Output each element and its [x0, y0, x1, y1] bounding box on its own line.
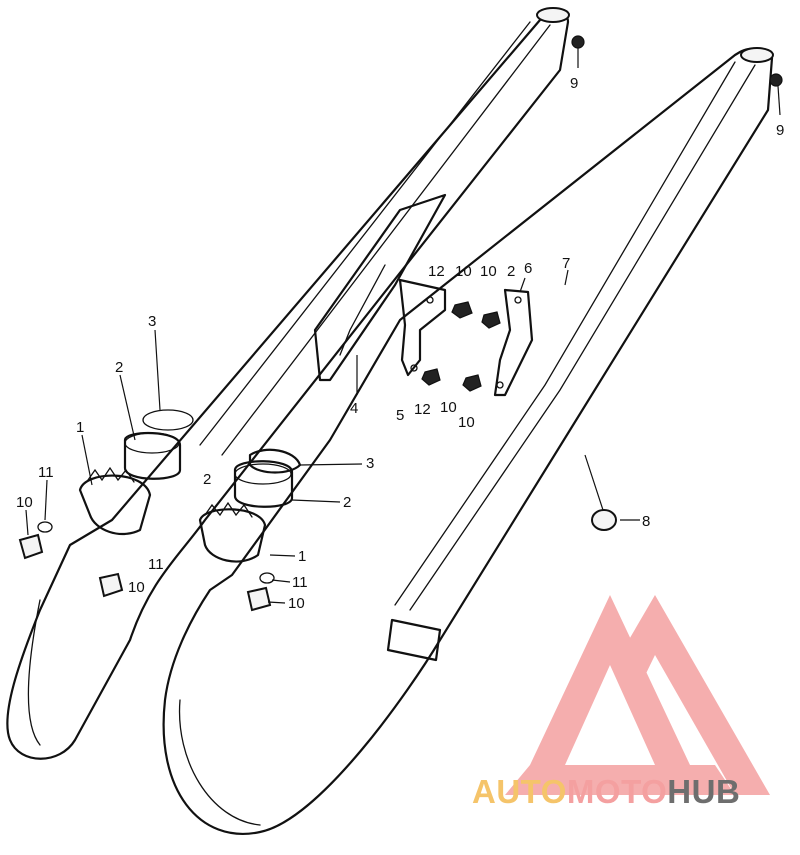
- pipe-clamp-band: [386, 618, 442, 662]
- callout-2-middle: 2: [203, 471, 211, 488]
- callout-3-right: 3: [366, 455, 374, 472]
- right-muffler: [162, 47, 774, 835]
- callout-4: 4: [350, 400, 358, 417]
- callout-6: 6: [524, 260, 532, 277]
- callout-10-left: 10: [16, 494, 33, 511]
- bracket-left: [398, 278, 447, 377]
- callout-10-bracket-a: 10: [440, 399, 457, 416]
- callout-labels: 9 9 7 6 2 10 10 12 8 4 5 12 10 10 3 2 1 …: [16, 75, 784, 612]
- right-joint-parts: [198, 448, 302, 612]
- callout-11-middle: 11: [148, 556, 164, 573]
- callout-10-middle: 10: [128, 579, 145, 596]
- callout-10-right: 10: [288, 595, 305, 612]
- callout-10-top-b: 10: [480, 263, 497, 280]
- callout-12-top: 12: [428, 263, 445, 280]
- watermark-logo-mark: [505, 595, 770, 795]
- callout-2-bracket: 2: [507, 263, 515, 280]
- left-joint-parts: [18, 409, 194, 598]
- callout-7: 7: [562, 255, 570, 272]
- svg-text:AUTOMOTOHUB: AUTOMOTOHUB: [472, 773, 740, 810]
- callout-10-bracket-b: 10: [458, 414, 475, 431]
- callout-1-left: 1: [76, 419, 84, 436]
- heat-shield: [313, 193, 447, 382]
- callout-2-right: 2: [343, 494, 351, 511]
- callout-5: 5: [396, 407, 404, 424]
- callout-9-right: 9: [776, 122, 784, 139]
- callout-10-top-a: 10: [455, 263, 472, 280]
- bracket-right: [493, 288, 534, 397]
- callout-1-right: 1: [298, 548, 306, 565]
- watermark-text-auto: AUTO: [472, 773, 567, 810]
- callout-9-left: 9: [570, 75, 578, 92]
- callout-11-right: 11: [292, 574, 308, 591]
- callout-8: 8: [642, 513, 650, 530]
- callout-2-left: 2: [115, 359, 123, 376]
- watermark-text-hub: HUB: [667, 773, 740, 810]
- callout-12-bottom: 12: [414, 401, 431, 418]
- callout-11-left: 11: [38, 464, 54, 481]
- left-muffler: [6, 7, 570, 760]
- watermark-text-moto: MOTO: [567, 773, 667, 810]
- callout-3-left: 3: [148, 313, 156, 330]
- leader-lines: [25, 48, 781, 604]
- automotohub-watermark: AUTOMOTOHUB: [472, 595, 770, 810]
